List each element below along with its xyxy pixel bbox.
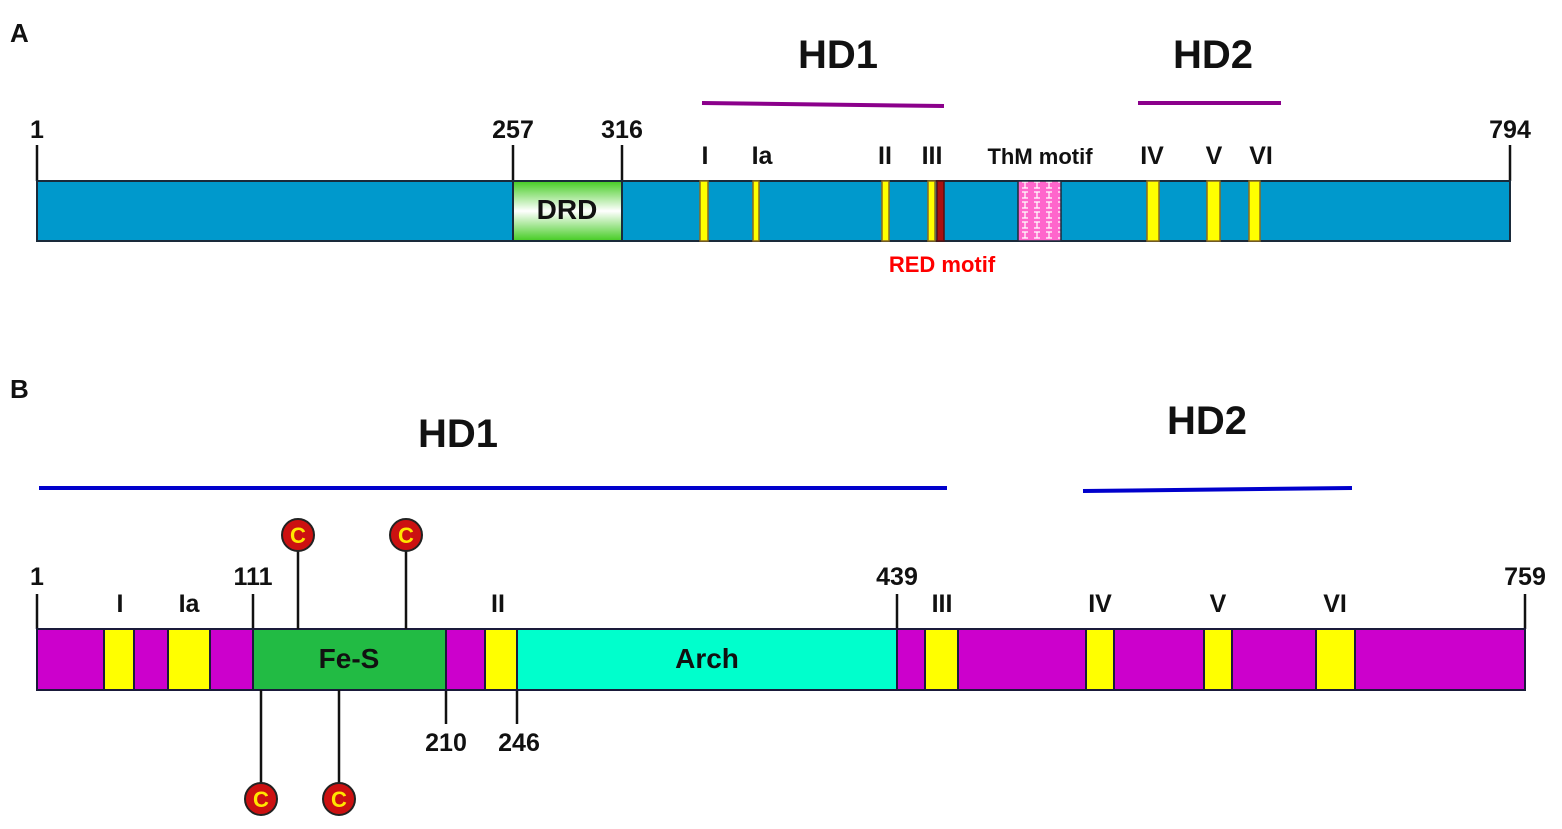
panel-b-label-v: V [1210, 590, 1227, 618]
panel-a-label-thm-motif: ThM motif [987, 144, 1093, 169]
panel-b-pos-end: 759 [1504, 563, 1546, 591]
panel-a-label-ia: Ia [752, 142, 774, 170]
panel-a-red-motif-label: RED motif [889, 252, 996, 277]
panel-b-label-i: I [117, 590, 124, 618]
panel-a-label-v: V [1206, 142, 1223, 170]
panel-a-drd-label: DRD [537, 194, 598, 225]
panel-b-hd1-title: HD1 [418, 412, 498, 456]
panel-b-hd2-title: HD2 [1167, 399, 1247, 443]
panel-b-cys-marker-1: C [281, 518, 315, 552]
panel-a-motif-v [1206, 180, 1221, 242]
panel-a-motif-ia [752, 180, 760, 242]
panel-a-hd1-title: HD1 [798, 33, 878, 77]
panel-a-motif-ii [881, 180, 890, 242]
panel-a-label-i: I [702, 142, 709, 170]
panel-b-cys-marker-4: C [322, 782, 356, 816]
panel-a-motif-i [699, 180, 709, 242]
panel-a-pos-start: 1 [30, 116, 44, 144]
panel-a: A HD1 HD2 1 257 316 794 DRD I Ia II III [10, 18, 1531, 277]
panel-a-motif-iv [1146, 180, 1160, 242]
panel-b-motif-iv [1085, 628, 1115, 691]
panel-a-protein-bar [36, 180, 1511, 242]
panel-b-pos-start: 1 [30, 563, 44, 591]
panel-b-cys-marker-3: C [244, 782, 278, 816]
panel-b-cys-letter-1: C [290, 523, 306, 548]
panel-b-label-ia: Ia [179, 590, 201, 618]
panel-a-label: A [10, 18, 29, 48]
panel-b-motif-ia [167, 628, 211, 691]
panel-b-cys-letter-4: C [331, 787, 347, 812]
panel-b-hd2-line [1082, 486, 1353, 493]
panel-b-motif-ii [484, 628, 518, 691]
panel-b-arch-domain [516, 628, 898, 691]
panel-a-thm-motif-box [1017, 180, 1062, 242]
panel-b-label-vi: VI [1323, 590, 1347, 618]
panel-b-pos-arch-start: 246 [498, 729, 540, 757]
panel-a-motif-iii [927, 180, 936, 242]
panel-b-fes-domain [252, 628, 447, 691]
panel-b-cys-letter-3: C [253, 787, 269, 812]
panel-b-pos-fes-start: 111 [234, 563, 273, 591]
panel-b-motif-i [103, 628, 135, 691]
panel-a-hd1-line [701, 101, 945, 108]
panel-a-pos-end: 794 [1489, 116, 1531, 144]
panel-a-label-vi: VI [1249, 142, 1273, 170]
panel-a-label-iv: IV [1140, 142, 1164, 170]
panel-a-label-ii: II [878, 142, 892, 170]
panel-b-motif-iii [924, 628, 959, 691]
panel-b-cys-marker-2: C [389, 518, 423, 552]
panel-a-label-iii: III [922, 142, 943, 170]
panel-a-pos-drd-end: 316 [601, 116, 643, 144]
panel-a-hd2-title: HD2 [1173, 33, 1253, 77]
panel-a-motif-vi [1248, 180, 1261, 242]
panel-b: B HD1 HD2 1 111 439 759 210 246 Fe-S Arc… [10, 374, 1546, 816]
panel-b-arch-label: Arch [675, 643, 739, 674]
panel-b-label-ii: II [491, 590, 505, 618]
panel-b-motif-vi [1315, 628, 1356, 691]
panel-b-pos-arch-end: 439 [876, 563, 918, 591]
panel-b-cys-letter-2: C [398, 523, 414, 548]
panel-a-red-motif-mark [936, 180, 945, 242]
panel-b-motif-v [1203, 628, 1233, 691]
panel-b-pos-fes-end: 210 [425, 729, 467, 757]
panel-b-fes-label: Fe-S [319, 643, 380, 674]
panel-a-pos-drd-start: 257 [492, 116, 534, 144]
panel-b-label-iv: IV [1088, 590, 1112, 618]
panel-b-label: B [10, 374, 29, 404]
panel-b-label-iii: III [932, 590, 953, 618]
panel-a-drd-domain [512, 180, 623, 242]
